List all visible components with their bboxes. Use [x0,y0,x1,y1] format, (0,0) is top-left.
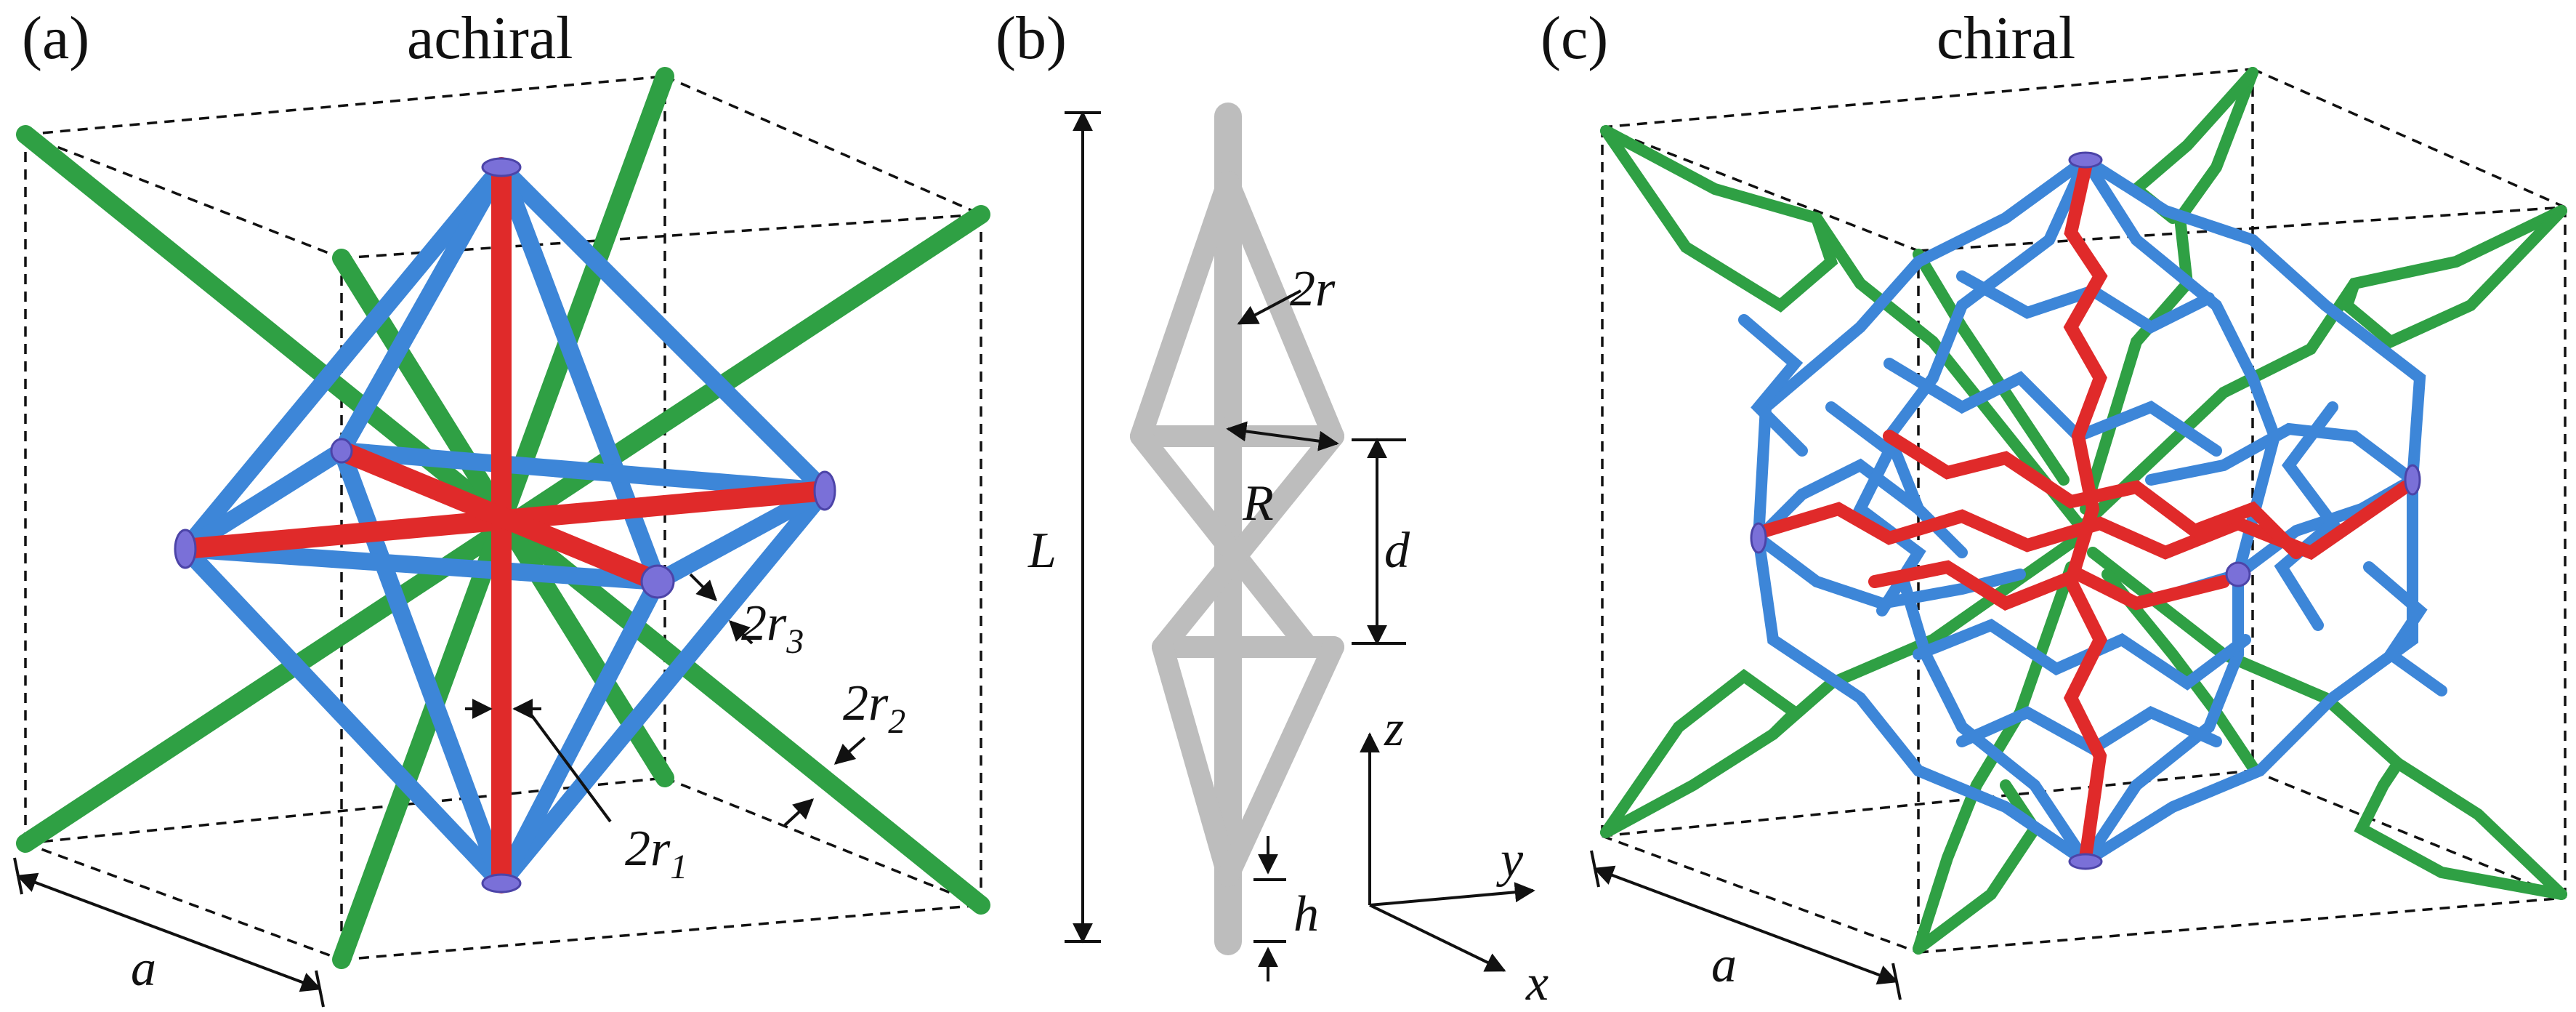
L-label: L [1027,523,1057,579]
y-axis-label: y [1496,832,1524,888]
panel-c-title: chiral [1937,4,2075,72]
nodes-c [1750,151,2421,870]
unit-cell-box-c [1601,68,2567,954]
coordinate-axes: z y x [1360,701,1549,1011]
r1-label: 2r1 [625,821,687,886]
nodes-a [174,157,836,893]
blue-chiral-octahedron-c [1738,154,2447,867]
r2-label: 2r2 [843,675,905,741]
panel-a-title: achiral [407,4,573,72]
x-axis-label: x [1525,955,1549,1011]
d-label: d [1384,523,1410,579]
panel-c: (c) chiral [1541,4,2567,1000]
a-label-c: a [1711,937,1737,993]
panel-c-label: (c) [1541,4,1608,72]
red-struts-a [175,157,835,893]
r-label: 2r [1290,261,1336,317]
R-label: R [1242,475,1274,531]
panel-b-label: (b) [996,4,1067,72]
a-label-a: a [131,941,156,997]
z-axis-label: z [1384,701,1404,757]
h-label: h [1293,886,1319,942]
cell-size-annotation-c: a [1590,850,1902,1000]
strut-element [1130,103,1344,955]
blue-octahedron-a [177,158,833,892]
radius-annotations-a: 2r1 2r3 2r2 a [13,573,905,1008]
panel-a-label: (a) [22,4,89,72]
r3-label: 2r3 [741,595,804,661]
red-chiral-struts-c [1759,161,2412,864]
panel-a: (a) achiral [13,4,990,1008]
panel-b: (b) L d R [996,4,1549,1011]
strut-dimensions: L d R 2r h [1027,111,1410,981]
